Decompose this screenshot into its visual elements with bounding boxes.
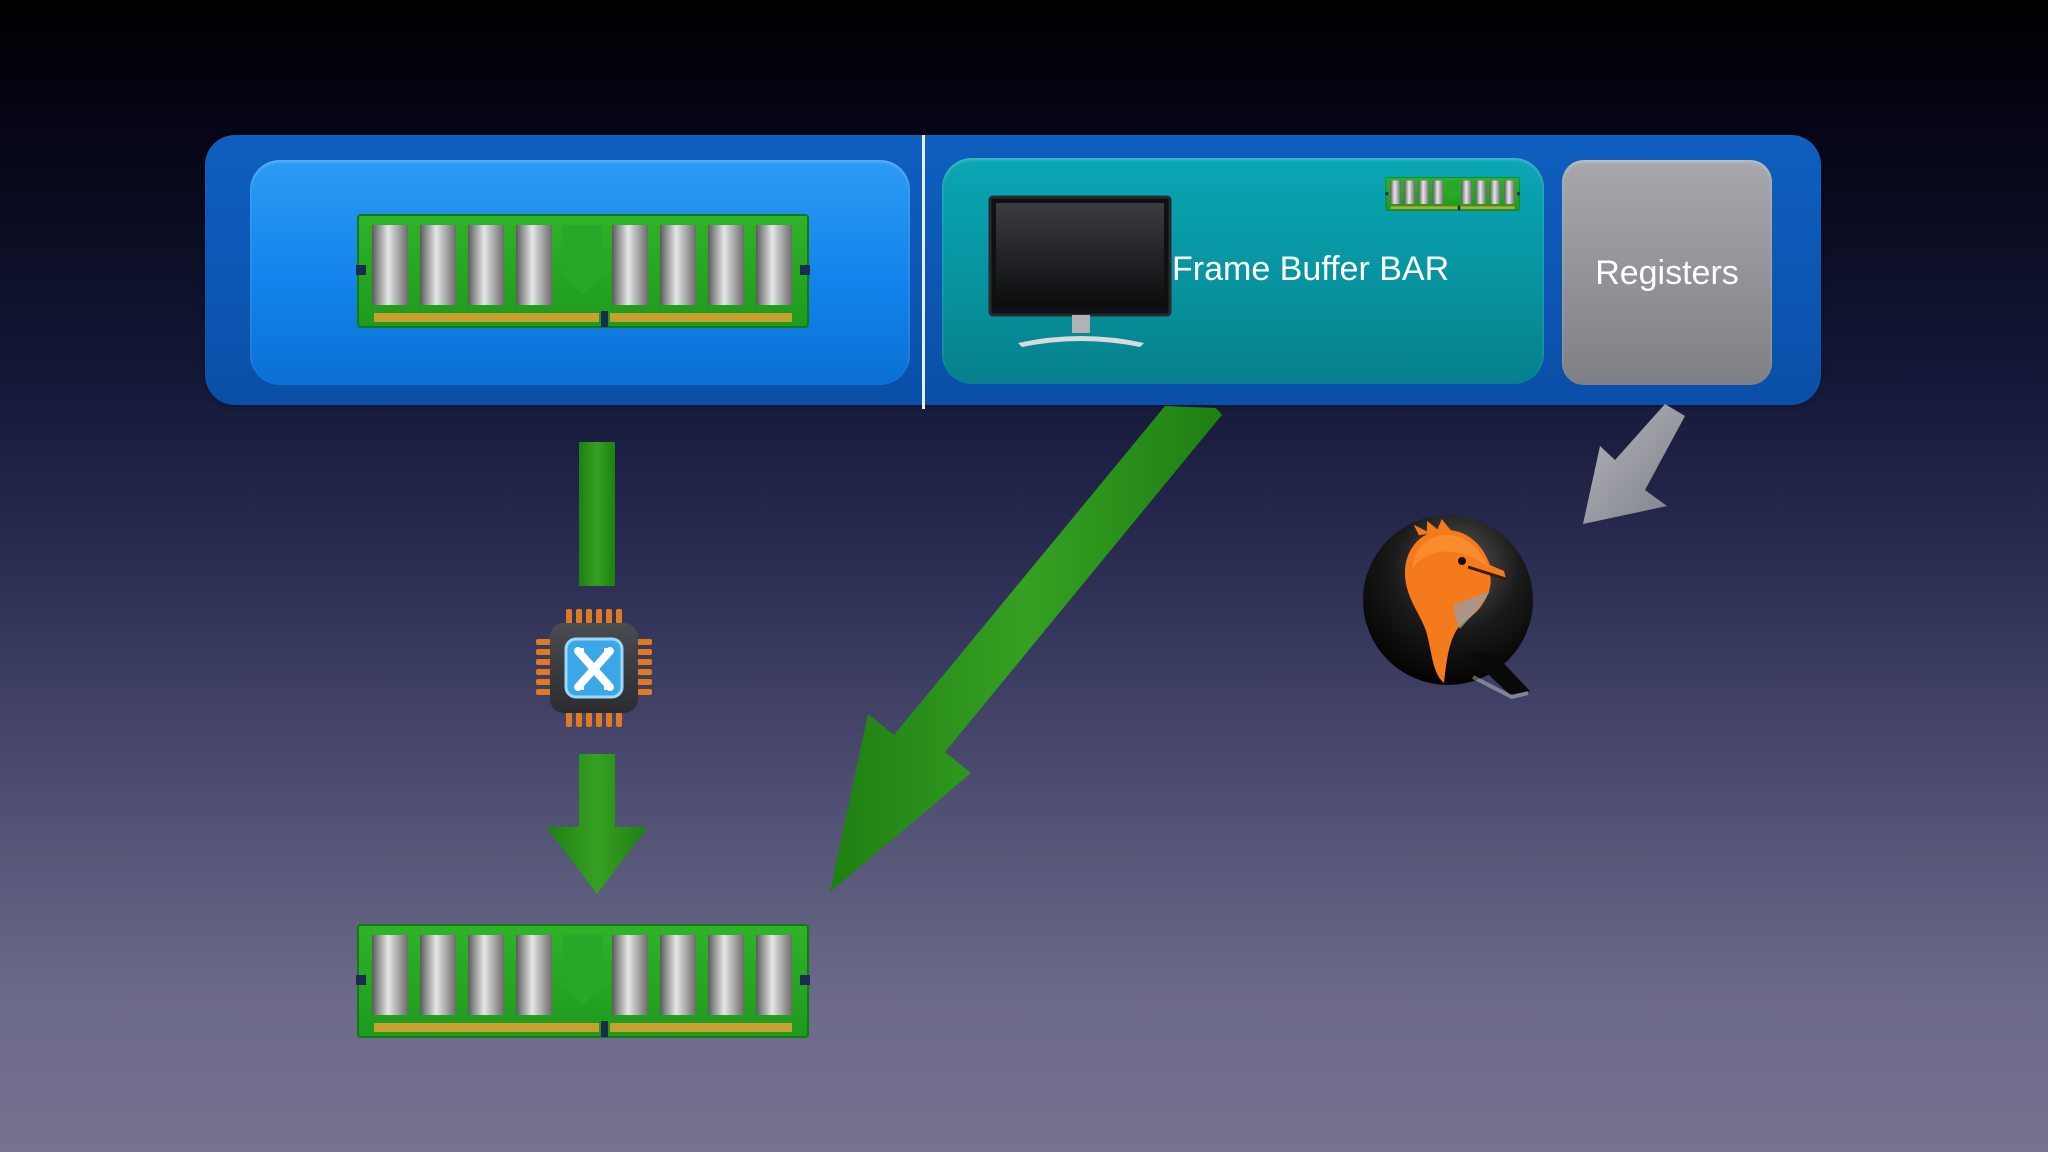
frame-buffer-label: Frame Buffer BAR bbox=[1172, 250, 1450, 288]
registers-panel bbox=[1562, 160, 1772, 385]
green-arrow-shaft-top bbox=[579, 442, 615, 586]
ram-module-small-icon bbox=[1385, 177, 1520, 211]
ram-module-icon bbox=[355, 924, 810, 1038]
green-arrow-diagonal bbox=[830, 406, 1222, 892]
green-arrow-down bbox=[546, 754, 648, 894]
monitor-icon bbox=[988, 195, 1172, 347]
hypervisor-chip-icon bbox=[536, 609, 652, 727]
registers-label: Registers bbox=[1595, 254, 1739, 292]
gray-arrow bbox=[1583, 404, 1685, 524]
bar-divider bbox=[922, 135, 925, 409]
ram-module-icon bbox=[355, 214, 810, 328]
qemu-logo-icon bbox=[1363, 515, 1533, 700]
